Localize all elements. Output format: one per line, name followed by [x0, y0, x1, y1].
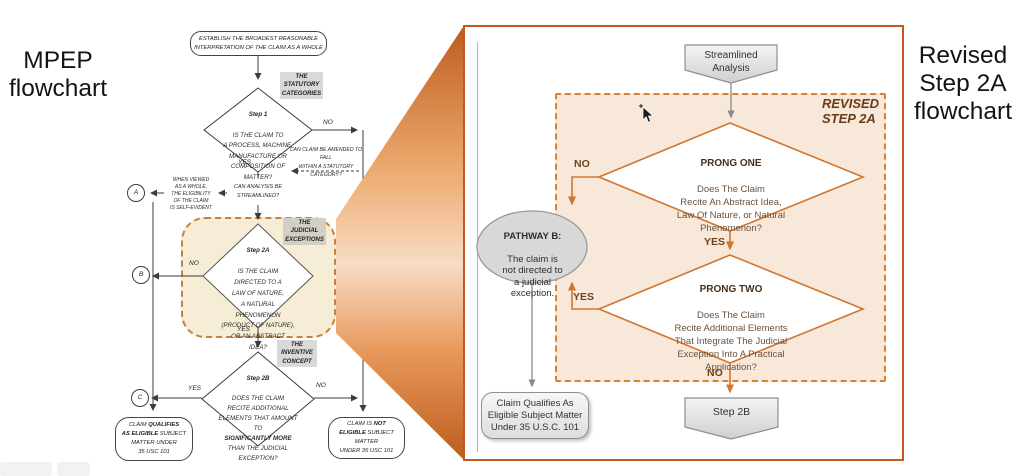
- connector-a-label: A: [133, 189, 139, 196]
- amend-note: CAN CLAIM BE AMENDED TO FALL WITHIN A ST…: [289, 147, 363, 178]
- prong-two-no-label: NO: [707, 367, 723, 379]
- prong-one-diamond: [596, 122, 866, 232]
- prong-two-diamond: [596, 254, 866, 364]
- step2b-diamond: [201, 351, 315, 447]
- prong-two-title: PRONG TWO: [699, 284, 763, 295]
- mouse-cursor-icon: [639, 104, 654, 123]
- pathway-b-text: PATHWAY B: The claim is not directed to …: [486, 219, 579, 300]
- revised-gray-connectors: [528, 83, 735, 388]
- streamlined-question: CAN ANALYSIS BE STREAMLINED?: [233, 184, 283, 200]
- prong-two-yes-label: YES: [573, 291, 595, 303]
- pathway-b-ellipse: [476, 210, 588, 284]
- revised-orange-connectors: [568, 176, 734, 394]
- prong-two-body: Does The Claim Recite Additional Element…: [674, 310, 788, 373]
- step2b-text: Step 2B DOES THE CLAIM RECITE ADDITIONAL…: [216, 364, 300, 464]
- step2a-no-label: NO: [189, 260, 199, 267]
- not-eligible-node: CLAIM IS NOT ELIGIBLE SUBJECT MATTER UND…: [328, 417, 405, 459]
- taskbar-button-2[interactable]: [57, 462, 90, 476]
- step2b-body-pre: DOES THE CLAIM RECITE ADDITIONAL ELEMENT…: [218, 395, 298, 432]
- mpep-shapes: [127, 87, 315, 447]
- step1-yes-label: YES: [238, 159, 252, 166]
- step1-diamond: [203, 87, 313, 173]
- step1-text: Step 1 IS THE CLAIM TO A PROCESS, MACHIN…: [223, 99, 293, 183]
- judicial-exceptions-label: THE JUDICIAL EXCEPTIONS: [283, 218, 326, 245]
- step2b-no-label: NO: [316, 382, 326, 389]
- revised-step2a-label: REVISED STEP 2A: [822, 96, 880, 126]
- step2a-body: IS THE CLAIM DIRECTED TO A LAW OF NATURE…: [221, 268, 295, 351]
- step2a-text: Step 2A IS THE CLAIM DIRECTED TO A LAW O…: [220, 235, 296, 354]
- claim-qualifies-node: Claim Qualifies As Eligible Subject Matt…: [481, 392, 589, 439]
- eligible-node-label: CLAIM QUALIFIES AS ELIGIBLE SUBJECT MATT…: [121, 422, 187, 455]
- connector-c-circle: [131, 389, 149, 407]
- eligible-node: CLAIM QUALIFIES AS ELIGIBLE SUBJECT MATT…: [115, 417, 193, 461]
- pathway-b-body: The claim is not directed to a judicial …: [502, 253, 563, 300]
- prong-one-text: PRONG ONE Does The Claim Recite An Abstr…: [646, 144, 816, 235]
- connector-b-label: B: [138, 271, 144, 278]
- step2b-body-post: THAN THE JUDICIAL EXCEPTION?: [227, 445, 289, 462]
- connector-b-circle: [132, 266, 150, 284]
- right-chart-title: Revised Step 2A flowchart: [913, 42, 1013, 125]
- pathway-b-title: PATHWAY B:: [503, 230, 562, 242]
- prong-one-yes-label: YES: [704, 236, 726, 248]
- self-evident-note: WHEN VIEWED AS A WHOLE, THE ELIGIBILITY …: [170, 177, 212, 211]
- step2b-pentagon-label: Step 2B: [712, 406, 751, 418]
- zoom-funnel: [336, 27, 463, 459]
- step2a-diamond: [202, 223, 314, 329]
- inventive-concept-label: THE INVENTIVE CONCEPT: [277, 340, 317, 367]
- streamlined-analysis-label: Streamlined Analysis: [704, 50, 758, 74]
- step2b-body-bold: SIGNIFICANTLY MORE: [224, 435, 292, 442]
- step1-no-label: NO: [323, 119, 333, 126]
- not-eligible-node-label: CLAIM IS NOT ELIGIBLE SUBJECT MATTER UND…: [339, 421, 394, 454]
- prong-one-body: Does The Claim Recite An Abstract Idea, …: [676, 184, 786, 234]
- connector-c-label: C: [137, 394, 143, 401]
- left-chart-title: MPEP flowchart: [8, 47, 108, 102]
- step2b-yes-label: YES: [188, 385, 202, 392]
- streamlined-analysis-shape: [684, 44, 778, 84]
- step1-body: IS THE CLAIM TO A PROCESS, MACHINE, MANU…: [223, 131, 293, 181]
- prong-one-no-label: NO: [574, 158, 590, 170]
- start-node: ESTABLISH THE BROADEST REASONABLE INTERP…: [190, 31, 327, 56]
- connector-a-circle: [127, 184, 145, 202]
- claim-qualifies-label: Claim Qualifies As Eligible Subject Matt…: [487, 397, 583, 433]
- step2a-yes-label: YES: [237, 326, 251, 333]
- step2a-title: Step 2A: [246, 246, 270, 254]
- step2b-pentagon-shape: [684, 397, 779, 440]
- step1-title: Step 1: [248, 110, 268, 118]
- step2b-title: Step 2B: [246, 375, 270, 382]
- prong-two-text: PRONG TWO Does The Claim Recite Addition…: [646, 270, 816, 374]
- prong-one-title: PRONG ONE: [700, 158, 762, 169]
- start-node-label: ESTABLISH THE BROADEST REASONABLE INTERP…: [194, 35, 323, 51]
- taskbar-button-1[interactable]: [0, 462, 52, 476]
- statutory-categories-label: THE STATUTORY CATEGORIES: [280, 72, 323, 99]
